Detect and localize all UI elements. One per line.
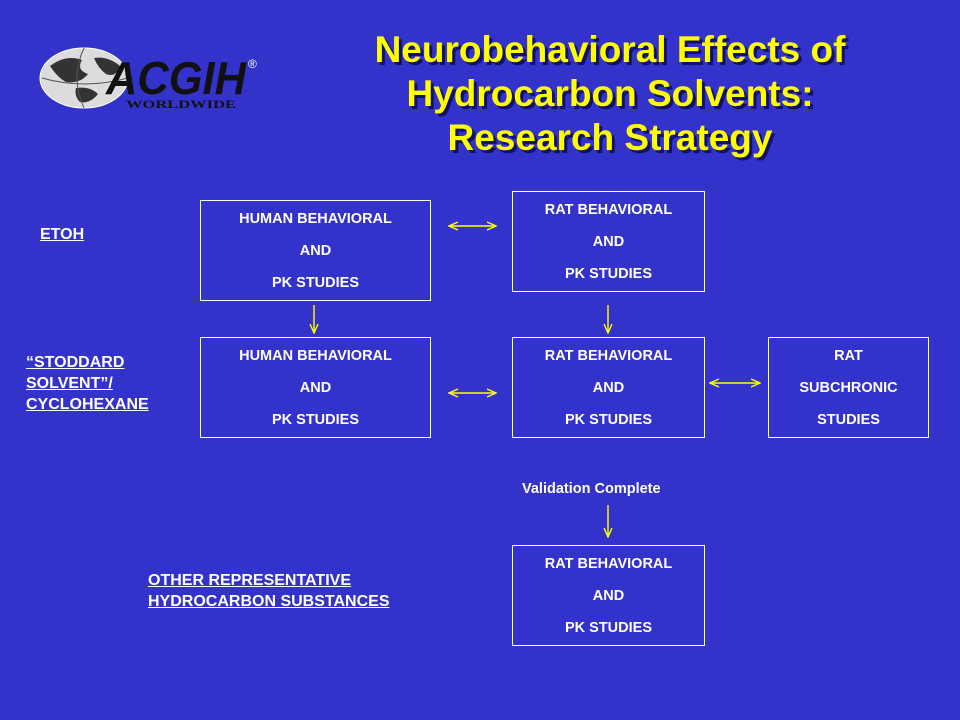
slide-title: Neurobehavioral Effects of Hydrocarbon S… bbox=[300, 28, 920, 160]
box-line: STUDIES bbox=[817, 411, 880, 428]
box-line: PK STUDIES bbox=[564, 265, 652, 282]
box-line: RAT bbox=[834, 347, 863, 364]
label-stoddard-line-3: CYCLOHEXANE bbox=[26, 396, 149, 413]
label-stoddard-solvent: “STODDARD SOLVENT”/ CYCLOHEXANE bbox=[26, 352, 149, 415]
box-line: RAT BEHAVIORAL bbox=[544, 347, 673, 364]
title-line-1: Neurobehavioral Effects of bbox=[374, 29, 846, 70]
logo-subtext: WORLDWIDE bbox=[126, 97, 236, 111]
box-line: HUMAN BEHAVIORAL bbox=[239, 347, 392, 364]
registered-mark: ® bbox=[248, 57, 257, 71]
box-line: AND bbox=[592, 233, 625, 250]
box-rat-subchronic: RAT SUBCHRONIC STUDIES bbox=[768, 337, 929, 438]
label-other-line-1: OTHER REPRESENTATIVE bbox=[148, 572, 351, 589]
box-human-behavioral-etoh: HUMAN BEHAVIORAL AND PK STUDIES bbox=[200, 200, 431, 301]
box-line: RAT BEHAVIORAL bbox=[544, 555, 673, 572]
label-other-substances: OTHER REPRESENTATIVE HYDROCARBON SUBSTAN… bbox=[148, 570, 390, 612]
box-line: SUBCHRONIC bbox=[799, 379, 898, 396]
box-rat-behavioral-stoddard: RAT BEHAVIORAL AND PK STUDIES bbox=[512, 337, 705, 438]
title-line-3: Research Strategy bbox=[447, 117, 773, 158]
box-line: AND bbox=[592, 587, 625, 604]
box-line: PK STUDIES bbox=[271, 411, 359, 428]
box-line: RAT BEHAVIORAL bbox=[544, 201, 673, 218]
box-rat-behavioral-other: RAT BEHAVIORAL AND PK STUDIES bbox=[512, 545, 705, 646]
label-etoh: ETOH bbox=[40, 226, 85, 243]
box-line: PK STUDIES bbox=[271, 274, 359, 291]
label-other-line-2: HYDROCARBON SUBSTANCES bbox=[148, 593, 390, 610]
validation-caption: Validation Complete bbox=[522, 481, 661, 497]
globe-icon bbox=[39, 47, 129, 109]
label-stoddard-line-1: “STODDARD bbox=[26, 354, 125, 371]
acgih-logo: ACGIH ® WORLDWIDE bbox=[39, 47, 257, 111]
box-rat-behavioral-etoh: RAT BEHAVIORAL AND PK STUDIES bbox=[512, 191, 705, 292]
logo-text: ACGIH bbox=[105, 52, 247, 104]
box-line: AND bbox=[592, 379, 625, 396]
title-line-2: Hydrocarbon Solvents: bbox=[406, 73, 814, 114]
label-stoddard-line-2: SOLVENT”/ bbox=[26, 375, 113, 392]
box-line: AND bbox=[299, 242, 332, 259]
box-line: HUMAN BEHAVIORAL bbox=[239, 210, 392, 227]
box-human-behavioral-stoddard: HUMAN BEHAVIORAL AND PK STUDIES bbox=[200, 337, 431, 438]
box-line: PK STUDIES bbox=[564, 619, 652, 636]
box-line: PK STUDIES bbox=[564, 411, 652, 428]
box-line: AND bbox=[299, 379, 332, 396]
